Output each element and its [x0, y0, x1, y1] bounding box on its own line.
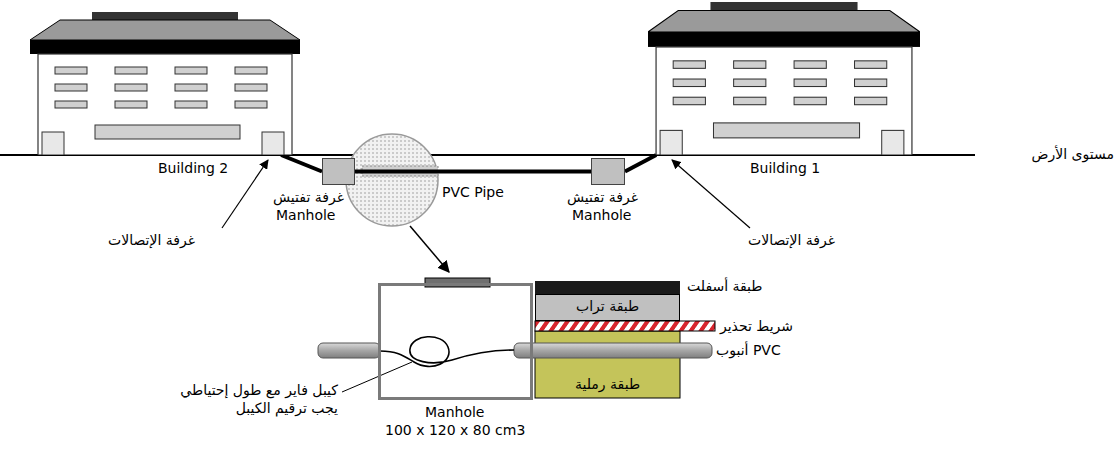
asphalt-layer: طبقة أسفلت — [535, 281, 680, 294]
door — [882, 130, 904, 155]
node-label: Manhole — [425, 404, 484, 421]
pipe-label: أنبوب PVC — [716, 342, 781, 359]
window — [734, 97, 766, 104]
building-drawing — [30, 12, 300, 155]
window — [794, 61, 826, 68]
window — [673, 61, 705, 68]
zoom-arrow — [410, 226, 449, 272]
building-body — [38, 54, 292, 155]
window — [235, 84, 267, 91]
window — [235, 101, 267, 108]
door — [262, 132, 284, 155]
leader-arrow — [672, 160, 750, 228]
soil-layer: طبقة تراب — [535, 294, 680, 321]
building-body — [656, 47, 912, 155]
node-label: غرفة تفتيش — [273, 189, 344, 206]
pvc-pipe — [514, 343, 712, 358]
node-label: Building 1 — [750, 160, 820, 177]
window — [734, 61, 766, 68]
cable-line — [625, 155, 656, 172]
roof-band — [30, 40, 300, 54]
building-drawing — [648, 2, 920, 155]
window — [855, 61, 887, 68]
entrance-panel — [713, 123, 859, 138]
window — [794, 97, 826, 104]
zoom-circle — [346, 134, 438, 226]
manhole-box: غرفة تفتيشManhole — [591, 158, 625, 185]
window — [115, 84, 147, 91]
door — [660, 130, 682, 155]
leader-arrow — [222, 160, 268, 228]
node-label: طبقة أسفلت — [687, 278, 763, 295]
pvc-pipe — [318, 343, 380, 358]
window — [55, 101, 87, 108]
sand-layer: طبقة رملية — [535, 331, 680, 398]
cable-line — [281, 155, 322, 172]
window — [235, 67, 267, 74]
pvc-pipe-line — [355, 170, 591, 174]
door — [42, 132, 64, 155]
cable-note: كيبل فاير مع طول إحتياطي — [180, 382, 338, 399]
window — [855, 97, 887, 104]
node-label: غرفة تفتيش — [567, 189, 638, 206]
sand-layer-fill — [535, 331, 680, 398]
manhole-section: Manhole100 x 120 x 80 cm3 — [378, 283, 533, 400]
node-sublabel: Manhole — [572, 207, 631, 224]
cable-note: يجب ترقيم الكيبل — [236, 400, 338, 417]
node-sublabel: 100 x 120 x 80 cm3 — [385, 422, 525, 439]
window — [115, 101, 147, 108]
window — [673, 79, 705, 86]
roof-cap — [710, 2, 857, 11]
node-label: Building 2 — [158, 160, 228, 177]
window — [734, 79, 766, 86]
fiber-cable-coil — [380, 337, 514, 367]
node-label: طبقة رملية — [575, 376, 640, 393]
ground-level-label: مستوى الأرض — [1032, 146, 1114, 163]
window — [175, 84, 207, 91]
node-label: طبقة تراب — [576, 298, 639, 315]
node-sublabel: Manhole — [276, 207, 335, 224]
roof-band — [648, 32, 920, 47]
zoom-circle — [346, 134, 438, 226]
warning-tape — [535, 321, 715, 331]
roof — [648, 11, 920, 32]
window — [175, 67, 207, 74]
roof-cap — [92, 12, 238, 20]
entrance-panel — [95, 125, 240, 139]
manhole-box: غرفة تفتيشManhole — [322, 158, 355, 185]
window — [673, 97, 705, 104]
telecom-room-label: غرفة الإتصالات — [108, 232, 195, 249]
window — [794, 79, 826, 86]
window — [55, 67, 87, 74]
window — [55, 84, 87, 91]
building: Building 2 — [30, 12, 300, 155]
layer-label: شريط تحذير — [720, 318, 793, 335]
roof — [30, 20, 300, 40]
window — [115, 67, 147, 74]
window — [175, 101, 207, 108]
leader-line — [342, 362, 412, 392]
building: Building 1 — [648, 2, 920, 155]
window — [855, 79, 887, 86]
telecom-room-label: غرفة الإتصالات — [748, 232, 835, 249]
edge-label: PVC Pipe — [442, 184, 504, 201]
